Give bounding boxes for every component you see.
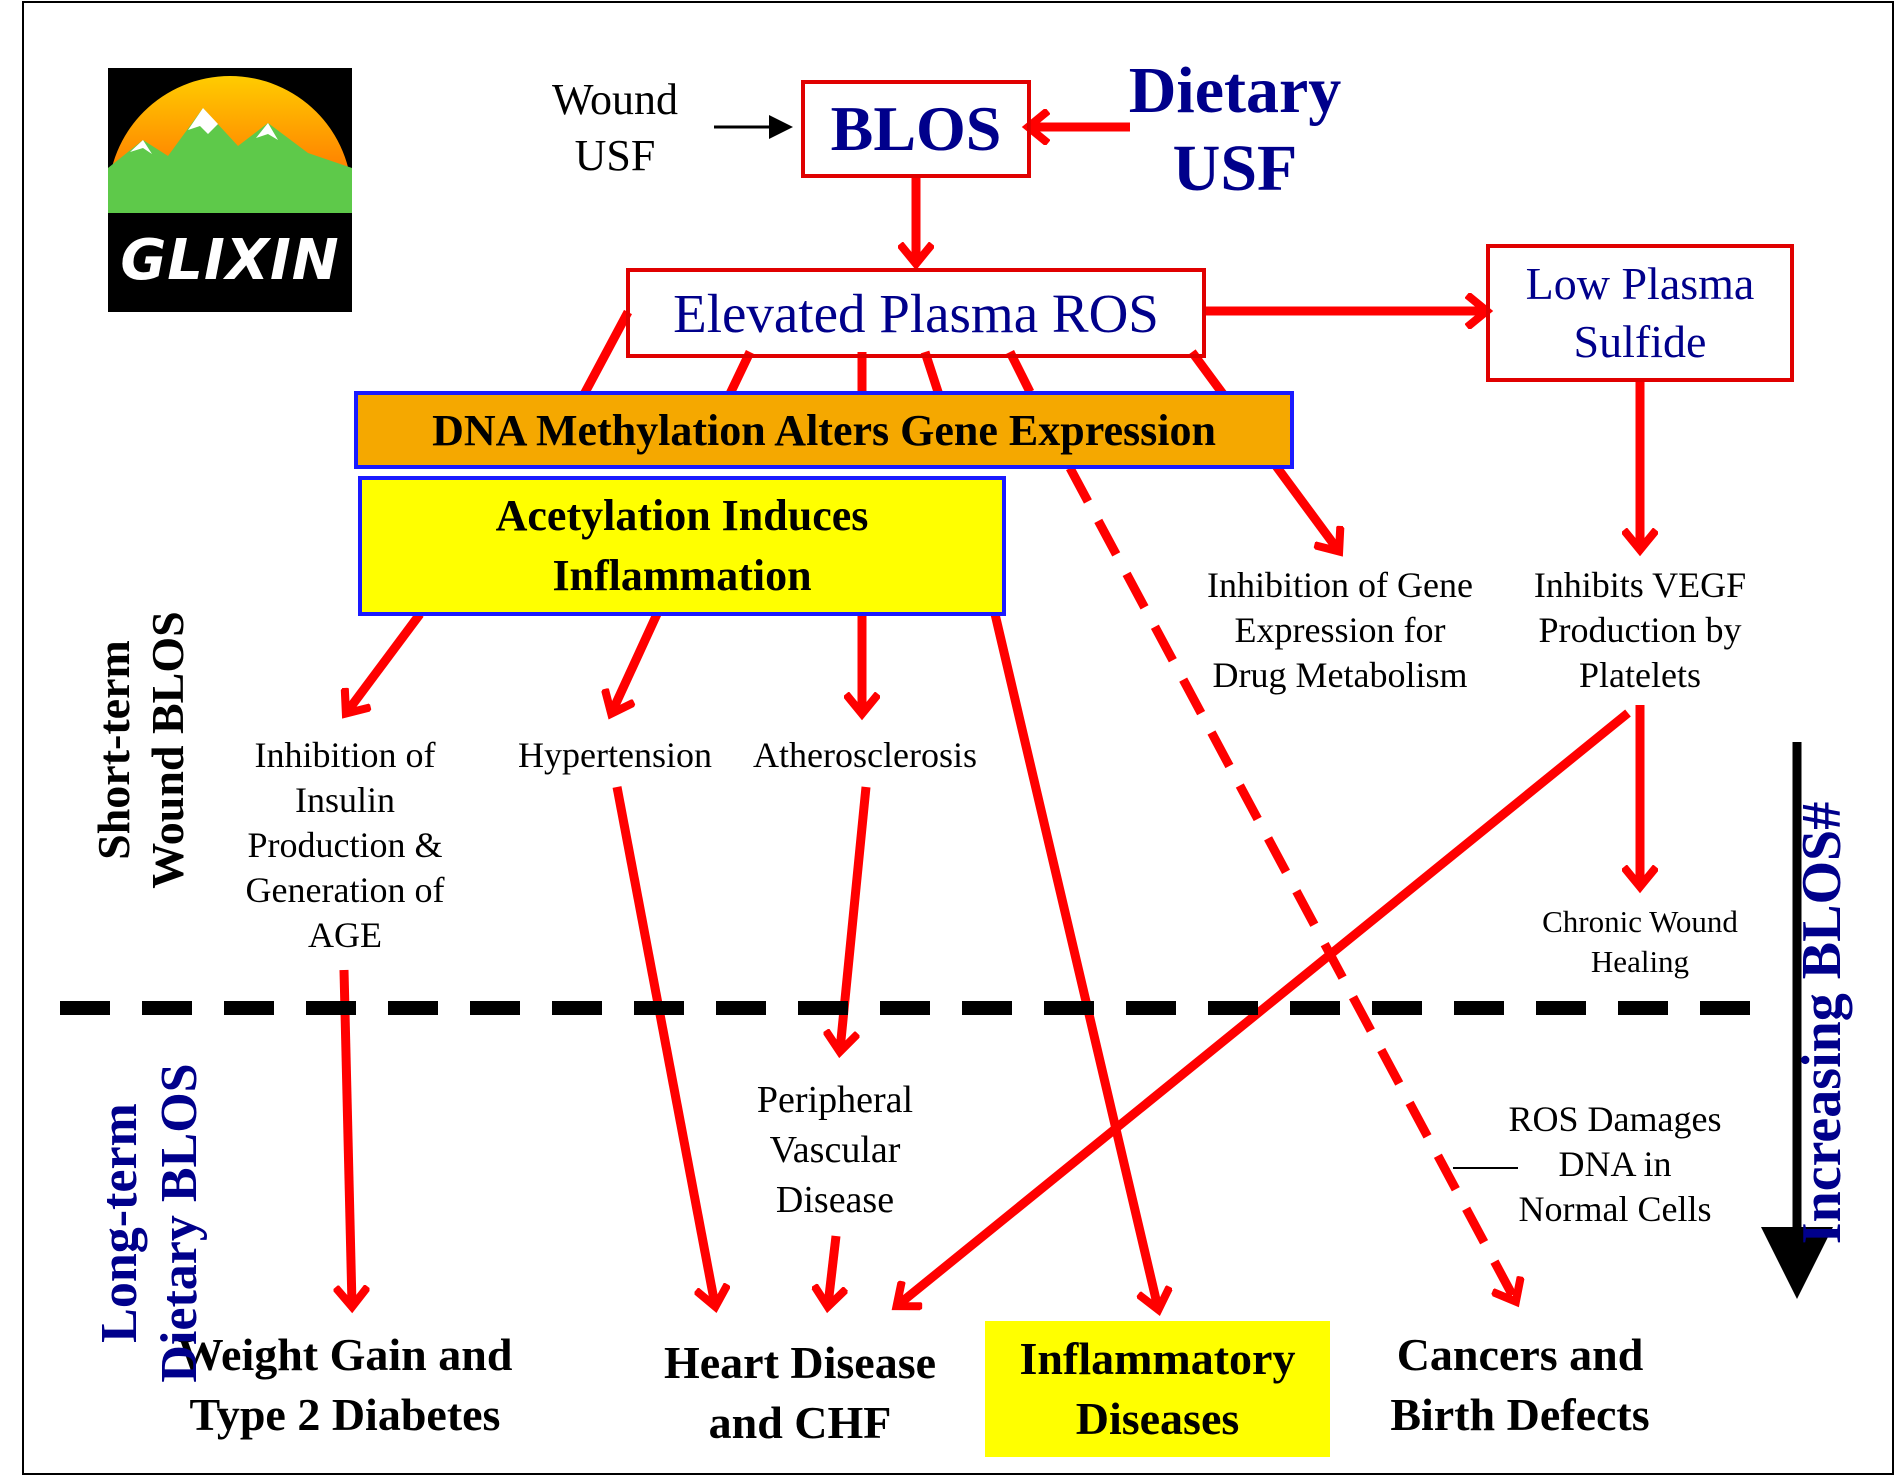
outcome-weight-gain: Weight Gain and Type 2 Diabetes: [177, 1329, 513, 1440]
arrow-vegf-to-heart: [898, 709, 1631, 1305]
arrow-insulin-to-weight: [344, 969, 352, 1305]
acetylation-box: Acetylation Induces Inflammation: [358, 476, 1006, 616]
arrow-acetyl-to-insulin: [347, 611, 424, 712]
ros-damages-label: ROS Damages DNA in Normal Cells: [1508, 1099, 1722, 1229]
dna-methylation-box: DNA Methylation Alters Gene Expression: [354, 391, 1294, 469]
logo-wordmark: GLIXIN: [120, 228, 340, 293]
glixin-logo: GLIXIN: [108, 68, 352, 312]
inhibits-vegf-label: Inhibits VEGF Production by Platelets: [1533, 565, 1747, 695]
arrow-ros-to-cancer-top: [1005, 349, 1035, 395]
arrow-dna-to-cancer: [1066, 465, 1515, 1300]
inhibition-drug-metabolism-label: Inhibition of Gene Expression for Drug M…: [1207, 565, 1473, 695]
long-term-label: Long-term Dietary BLOS: [91, 1063, 208, 1383]
arrow-peripheral-to-heart: [828, 1235, 836, 1305]
atherosclerosis-label: Atherosclerosis: [753, 735, 977, 775]
low-sulfide-box: Low Plasma Sulfide: [1486, 244, 1794, 382]
arrow-acetyl-to-inflam: [990, 612, 1158, 1308]
outcome-heart-disease: Heart Disease and CHF: [663, 1337, 937, 1448]
elevated-ros-box: Elevated Plasma ROS: [626, 268, 1206, 358]
diagram-frame: [22, 1, 1894, 1475]
mountain-sun-icon: [108, 76, 352, 213]
peripheral-vascular-label: Peripheral Vascular Disease: [756, 1079, 914, 1221]
arrow-ros-to-inflam-top: [920, 350, 945, 400]
arrow-ros-to-hypertension-top: [723, 350, 755, 400]
arrow-acetyl-to-hypertension: [612, 612, 662, 712]
inhibition-insulin-label: Inhibition of Insulin Production & Gener…: [245, 735, 445, 955]
wound-usf-label: Wound USF: [551, 75, 678, 180]
chronic-wound-label: Chronic Wound Healing: [1542, 904, 1738, 979]
blos-box: BLOS: [801, 80, 1031, 178]
short-term-label: Short-term Wound BLOS: [88, 611, 193, 889]
arrow-hypertension-to-heart: [612, 786, 715, 1305]
outcome-inflammatory: Inflammatory Diseases: [985, 1321, 1330, 1457]
hypertension-label: Hypertension: [518, 735, 712, 775]
outcome-cancers: Cancers and Birth Defects: [1390, 1329, 1650, 1440]
increasing-blos-label: Increasing BLOS#: [1791, 801, 1853, 1245]
dietary-usf-label: Dietary USF: [1128, 54, 1342, 205]
